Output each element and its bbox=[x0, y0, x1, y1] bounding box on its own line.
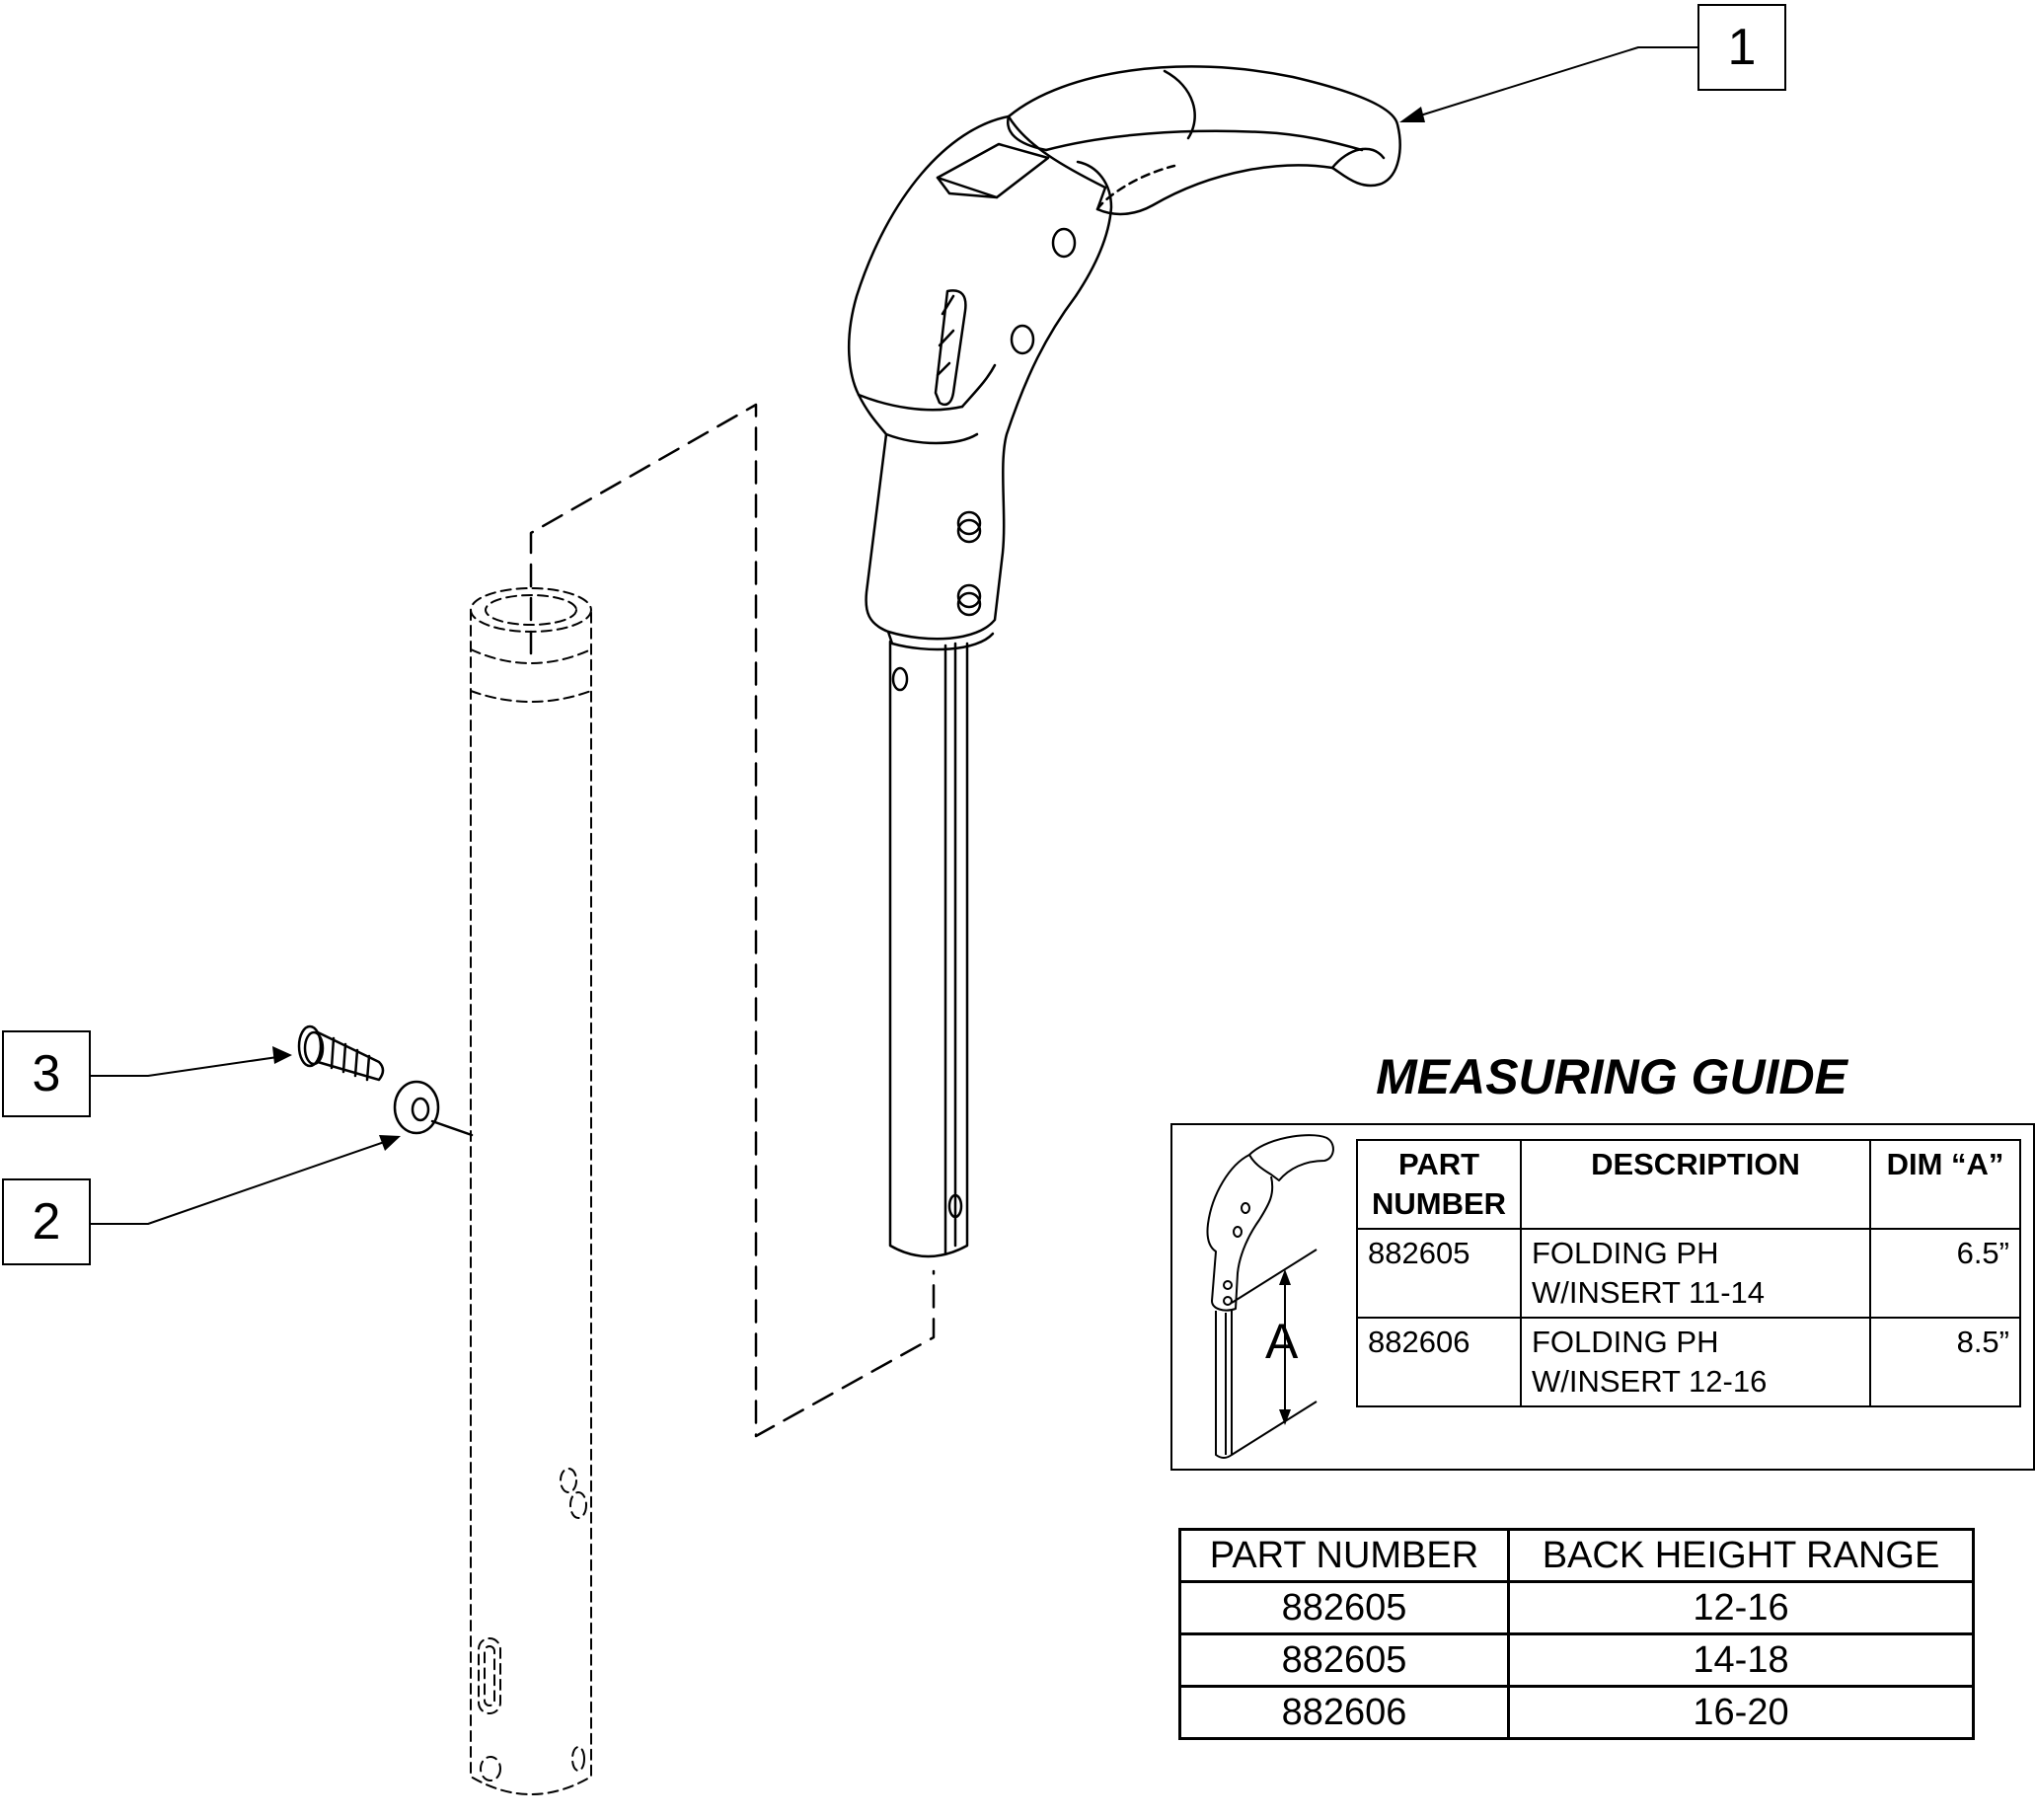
push-handle-assembly bbox=[847, 65, 1401, 1258]
dimension-a-label: A bbox=[1265, 1314, 1299, 1369]
back-height-cell: 12-16 bbox=[1507, 1580, 1975, 1635]
table-row: 882605 FOLDING PH W/INSERT 11-14 6.5” bbox=[1356, 1228, 2021, 1319]
table-row: 882605 14-18 bbox=[1178, 1632, 1975, 1688]
measuring-guide-header-row: PART NUMBER DESCRIPTION DIM “A” bbox=[1356, 1139, 2021, 1230]
handle-thumbnail bbox=[1206, 1134, 1334, 1459]
header-part-number: PART NUMBER bbox=[1178, 1528, 1510, 1583]
header-back-height-range: BACK HEIGHT RANGE bbox=[1507, 1528, 1975, 1583]
description-cell: FOLDING PH W/INSERT 11-14 bbox=[1520, 1228, 1871, 1319]
header-dim-a: DIM “A” bbox=[1869, 1139, 2021, 1230]
table-row: 882606 FOLDING PH W/INSERT 12-16 8.5” bbox=[1356, 1317, 2021, 1407]
part-number-cell: 882606 bbox=[1356, 1317, 1522, 1407]
callout-3: 3 bbox=[2, 1030, 91, 1117]
back-height-range-table: PART NUMBER BACK HEIGHT RANGE 882605 12-… bbox=[1178, 1528, 1975, 1740]
part-number-cell: 882605 bbox=[1178, 1580, 1510, 1635]
part-number-cell: 882605 bbox=[1178, 1632, 1510, 1688]
measuring-guide-table: PART NUMBER DESCRIPTION DIM “A” 882605 F… bbox=[1356, 1139, 2021, 1407]
back-height-cell: 16-20 bbox=[1507, 1685, 1975, 1740]
part-number-cell: 882605 bbox=[1356, 1228, 1522, 1319]
table-row: 882606 16-20 bbox=[1178, 1685, 1975, 1740]
dim-cell: 6.5” bbox=[1869, 1228, 2021, 1319]
back-height-cell: 14-18 bbox=[1507, 1632, 1975, 1688]
measuring-guide-box bbox=[1170, 1123, 2035, 1471]
dim-cell: 8.5” bbox=[1869, 1317, 2021, 1407]
header-description: DESCRIPTION bbox=[1520, 1139, 1871, 1230]
assembly-guide-lines bbox=[529, 403, 936, 1438]
range-header-row: PART NUMBER BACK HEIGHT RANGE bbox=[1178, 1528, 1975, 1583]
back-post-tube bbox=[470, 587, 592, 1795]
measuring-guide-title: MEASURING GUIDE bbox=[1376, 1049, 1847, 1104]
screw-part bbox=[297, 1024, 385, 1082]
part-number-cell: 882606 bbox=[1178, 1685, 1510, 1740]
callout-2: 2 bbox=[2, 1178, 91, 1265]
leader-arrowheads bbox=[272, 107, 1425, 1151]
callout-leader-lines bbox=[90, 46, 1698, 1225]
table-row: 882605 12-16 bbox=[1178, 1580, 1975, 1635]
description-cell: FOLDING PH W/INSERT 12-16 bbox=[1520, 1317, 1871, 1407]
washer-part bbox=[393, 1080, 474, 1137]
callout-1: 1 bbox=[1697, 4, 1786, 91]
header-part-number: PART NUMBER bbox=[1356, 1139, 1522, 1230]
